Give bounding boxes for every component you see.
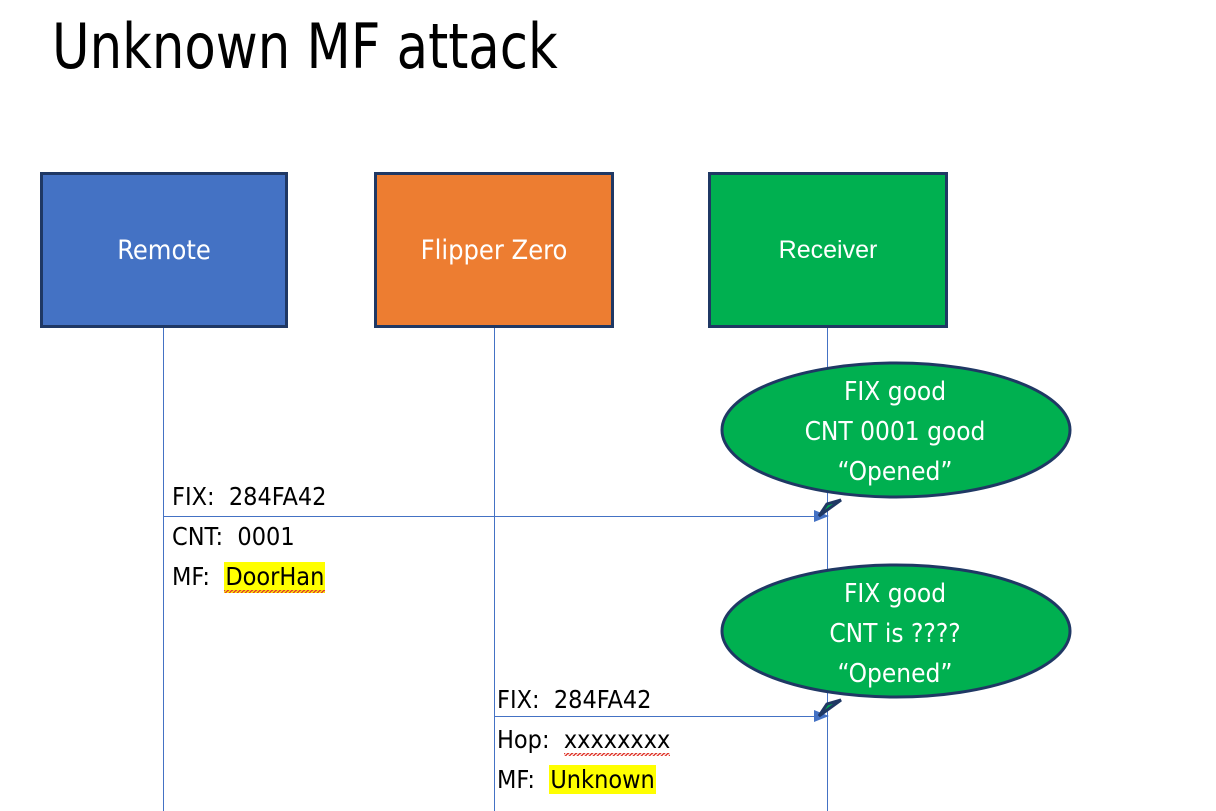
message-1-line-2-value: 0001 [237,522,295,551]
message-2-line-3-label: MF: [497,765,535,794]
message-2-line-3: MF: Unknown [497,760,656,800]
page-title: Unknown MF attack [52,10,558,83]
message-1-line-2: CNT: 0001 [172,517,295,557]
callout-bubble-1-shape [720,361,1072,518]
message-2-line-1-label: FIX: [497,685,540,714]
lifeline-flipper [494,328,495,811]
message-1-line-1-label: FIX: [172,482,215,511]
actor-label-receiver: Receiver [778,235,878,264]
message-1-line-1: FIX: 284FA42 [172,477,326,517]
message-2-line-2: Hop: xxxxxxxx [497,720,671,760]
message-2-line-1-value: 284FA42 [553,685,652,714]
actor-label-flipper: Flipper Zero [420,234,568,266]
message-2-line-1: FIX: 284FA42 [497,680,651,720]
message-1-line-3-label: MF: [172,562,210,591]
message-1-line-3-value: DoorHan [224,562,326,593]
callout-bubble-2-shape [720,563,1072,718]
actor-box-receiver[interactable]: Receiver [708,172,948,328]
message-2-line-3-value: Unknown [549,765,656,794]
message-2-line-2-value: xxxxxxxx [563,725,671,756]
actor-label-remote: Remote [117,234,211,266]
actor-box-remote[interactable]: Remote [40,172,288,328]
message-2-line-2-label: Hop: [497,725,550,754]
lifeline-remote [163,328,164,811]
message-1-line-3: MF: DoorHan [172,557,326,597]
message-1-line-1-value: 284FA42 [228,482,327,511]
message-1-line-2-label: CNT: [172,522,224,551]
callout-bubble-2[interactable]: FIX good CNT is ???? “Opened” [720,563,1072,724]
callout-bubble-1[interactable]: FIX good CNT 0001 good “Opened” [720,361,1072,522]
actor-box-flipper[interactable]: Flipper Zero [374,172,614,328]
